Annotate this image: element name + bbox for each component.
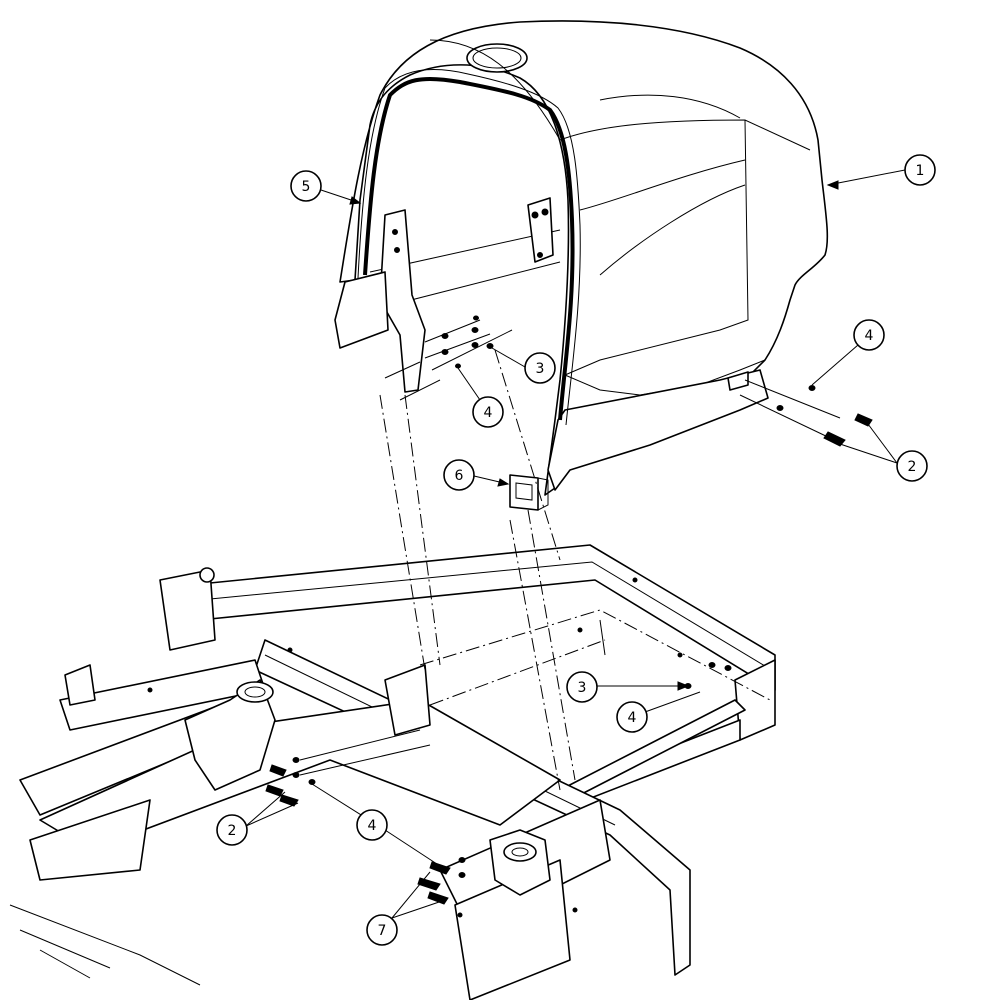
callout-2-right-label: 2 [908, 459, 917, 475]
callout-3-lower-label: 3 [578, 680, 587, 696]
hood-cover [334, 20, 829, 496]
callout-7-label: 7 [378, 923, 387, 939]
callout-2-left: 2 [216, 791, 299, 846]
callout-4-bracket-label: 4 [484, 405, 493, 421]
callouts: 1 2 2 3 3 [216, 154, 936, 946]
callout-2-left-label: 2 [228, 823, 237, 839]
callout-4-frame-left: 4 [311, 783, 441, 867]
callout-3-lower: 3 [566, 671, 690, 703]
callout-6-label: 6 [455, 468, 464, 484]
callout-5: 5 [290, 170, 362, 205]
callout-4-bracket: 4 [457, 367, 504, 428]
callout-3-upper-label: 3 [536, 361, 545, 377]
callout-4-frame-right: 4 [616, 691, 701, 733]
callout-1-label: 1 [916, 163, 925, 179]
fastener-group-right [739, 379, 873, 447]
assembly-dashed-lines [379, 349, 576, 791]
callout-1: 1 [826, 154, 936, 190]
callout-5-label: 5 [302, 179, 311, 195]
fastener-group-lower [265, 662, 732, 905]
callout-4-frame-right-label: 4 [628, 710, 637, 726]
callout-4-upper-right-label: 4 [865, 328, 874, 344]
chassis-frame [9, 544, 776, 1000]
callout-6: 6 [443, 459, 510, 491]
callout-4-frame-left-label: 4 [368, 818, 377, 834]
callout-4-upper-right: 4 [811, 319, 885, 386]
rubber-pad [509, 474, 549, 511]
callout-2-right: 2 [839, 419, 928, 482]
callout-7: 7 [366, 871, 446, 946]
callout-3-upper: 3 [491, 347, 556, 384]
